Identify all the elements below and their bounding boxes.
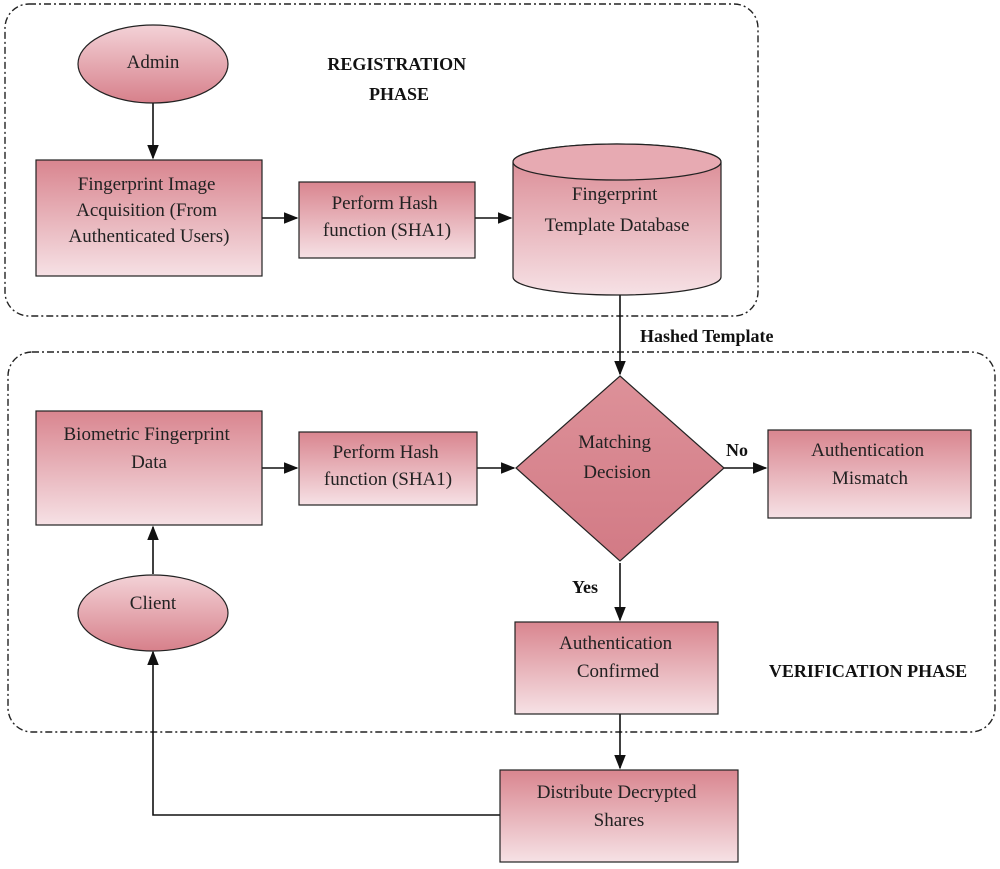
authentication-mismatch-node: Authentication Mismatch (767, 429, 972, 519)
edge-label-hashed-template: Hashed Template (640, 326, 774, 346)
acquisition-node: Fingerprint Image Acquisition (From Auth… (35, 159, 263, 277)
verification-phase-title: VERIFICATION PHASE (769, 661, 967, 681)
distribute-shares-node: Distribute Decrypted Shares (499, 769, 739, 863)
hash-register-node: Perform Hash function (SHA1) (298, 181, 476, 259)
verification-phase-frame (7, 351, 996, 733)
svg-text:Biometric Fingerprint Da: Biometric Fingerprint Data (64, 424, 235, 473)
svg-text:Matching Decision: Matching Decision (578, 432, 656, 483)
registration-phase-frame (4, 3, 759, 317)
edge-label-no: No (726, 440, 748, 460)
svg-text:Fingerprint Image Acquis: Fingerprint Image Acquisition (From Auth… (69, 174, 230, 247)
svg-text:Authentication Confirmed: Authentication Confirmed (559, 633, 677, 682)
client-node: Client (77, 574, 229, 652)
biometric-data-node: Biometric Fingerprint Data (35, 410, 263, 526)
svg-text:Client: Client (130, 593, 177, 614)
svg-text:Admin: Admin (127, 52, 180, 73)
edge-distribute-to-client (147, 650, 500, 816)
svg-text:Authentication Mismatch: Authentication Mismatch (811, 440, 929, 489)
template-database-node: Fingerprint Template Database (512, 143, 722, 296)
authentication-confirmed-node: Authentication Confirmed (514, 621, 719, 715)
admin-node: Admin (77, 24, 229, 104)
svg-text:Fingerprint Template Dat: Fingerprint Template Database (545, 184, 690, 236)
svg-text:Perform Hash function (S: Perform Hash function (SHA1) (323, 193, 451, 241)
svg-text:Perform Hash function (S: Perform Hash function (SHA1) (324, 442, 452, 490)
edge-label-yes: Yes (572, 577, 598, 597)
svg-text:Distribute Decrypted Sha: Distribute Decrypted Shares (537, 782, 702, 831)
registration-phase-title: REGISTRATION PHASE (327, 54, 470, 104)
matching-decision-node: Matching Decision (515, 375, 725, 562)
hash-verify-node: Perform Hash function (SHA1) (298, 431, 478, 506)
